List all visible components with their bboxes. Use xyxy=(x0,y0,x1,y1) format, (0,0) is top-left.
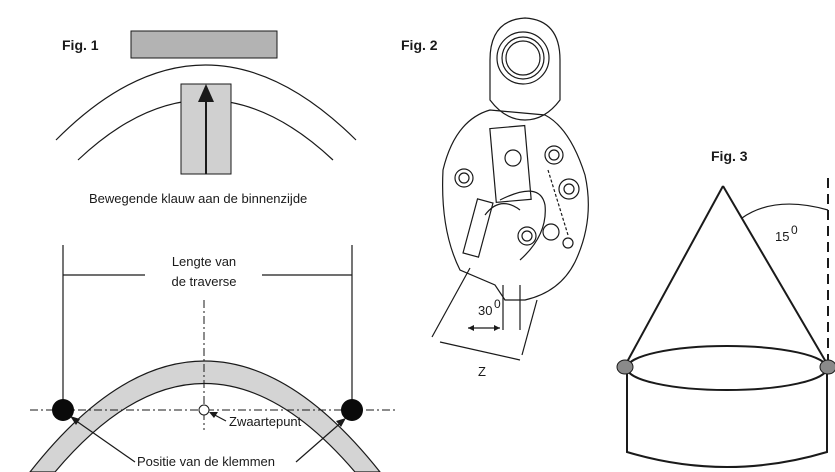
fig2-eye-hole xyxy=(505,40,541,76)
fig1-outer-arc xyxy=(55,64,357,141)
fig2-dim-arrow-left xyxy=(468,325,474,331)
fig2-label: Fig. 2 xyxy=(401,37,438,53)
fig1-arrow-clamp-left xyxy=(71,417,136,463)
fig2-bolt-bottom-right xyxy=(542,223,560,241)
fig2-cam xyxy=(484,203,521,216)
fig2-bolt-top-right-inner xyxy=(548,149,560,161)
fig3-clamp-left xyxy=(616,359,634,375)
fig3-label: Fig. 3 xyxy=(711,148,748,164)
fig3-drum-body xyxy=(626,368,828,468)
fig2-dim-right xyxy=(521,299,538,356)
fig3-sling-left xyxy=(626,185,724,363)
fig2-eye-ring-outer xyxy=(496,31,550,85)
fig1-plate xyxy=(130,30,278,59)
fig2-bolt-top-right xyxy=(544,145,564,165)
fig2-pin-top xyxy=(504,149,522,167)
fig1-arrow-head xyxy=(198,84,214,102)
fig1-bottom: Lengte van de traverse Zwaartepunt Posit… xyxy=(29,245,395,472)
fig2-eye-ring-inner xyxy=(501,36,545,80)
fig2-pin-small xyxy=(562,237,574,249)
fig2-slot xyxy=(489,124,532,203)
fig1-label: Fig. 1 xyxy=(62,37,99,53)
fig3-clamp-right xyxy=(819,359,835,375)
fig3-drum-top xyxy=(626,345,828,391)
fig1-arrowhead-clamp-right xyxy=(336,418,346,427)
fig2-spring xyxy=(547,169,569,236)
fig2-clamp-body xyxy=(442,109,589,301)
fig1-jaw-caption: Bewegende klauw aan de binnenzijde xyxy=(89,191,307,206)
fig2-jaw xyxy=(462,198,494,258)
fig2-angle-value: 30 xyxy=(478,303,492,318)
fig3-sling-right xyxy=(722,185,827,363)
fig2-bolt-left xyxy=(454,168,474,188)
fig1-curved-band xyxy=(29,360,381,472)
fig1-arrowhead-clamp-left xyxy=(70,416,80,425)
fig3-angle-unit: 0 xyxy=(791,223,798,237)
fig1-clamp-right xyxy=(341,399,363,421)
fig2-bolt-bottom xyxy=(517,226,537,246)
fig2-eye-body xyxy=(489,17,561,121)
fig1-center-of-gravity-marker xyxy=(198,404,210,416)
fig1-beam-length-line2: de traverse xyxy=(171,274,236,289)
fig2-dim-left xyxy=(431,267,471,338)
fig1-clamp-left xyxy=(52,399,74,421)
fig1-clamp-position-label: Positie van de klemmen xyxy=(137,454,275,469)
fig1-arrow-clamp-right xyxy=(295,419,345,463)
fig2-z-line xyxy=(439,341,521,361)
fig1-center-of-gravity-label: Zwaartepunt xyxy=(229,414,302,429)
fig1-arrowhead-cog xyxy=(209,412,218,418)
fig2-bolt-bottom-inner xyxy=(521,230,533,242)
fig2-angle-unit: 0 xyxy=(494,297,501,311)
fig2-bolt-right-inner xyxy=(563,183,575,195)
fig3-angle-arc xyxy=(741,203,829,219)
fig2-bolt-left-inner xyxy=(458,172,470,184)
fig2-dimension-z: Z xyxy=(478,364,486,379)
fig2-lever xyxy=(499,190,546,261)
fig2-dim-arrow-right xyxy=(494,325,500,331)
fig1-top: Fig. 1 Bewegende klauw aan de binnenzijd… xyxy=(55,30,357,206)
fig2: Fig. 2 30 xyxy=(401,17,589,379)
fig1-beam-length-line1: Lengte van xyxy=(172,254,236,269)
fig2-bolt-right xyxy=(558,178,580,200)
fig3: Fig. 3 15 0 xyxy=(616,148,835,468)
fig3-angle-value: 15 xyxy=(775,229,789,244)
